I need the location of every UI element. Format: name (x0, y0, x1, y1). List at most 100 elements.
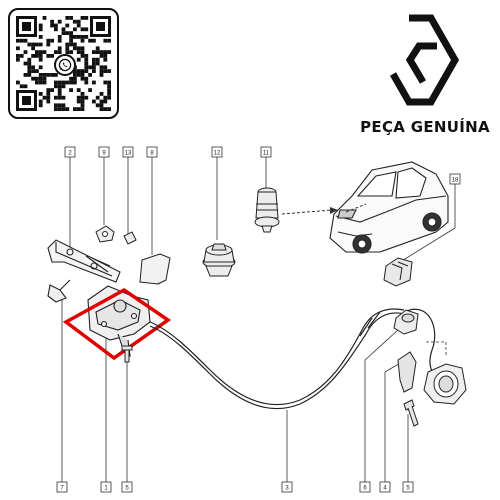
whatsapp-icon (54, 54, 76, 76)
qr-module (65, 50, 70, 54)
qr-module (54, 80, 58, 85)
qr-module (31, 46, 35, 51)
qr-module (69, 80, 73, 85)
qr-module (65, 31, 70, 35)
qr-module (107, 107, 111, 111)
qr-module (84, 27, 89, 32)
qr-module (65, 42, 70, 47)
qr-module (92, 80, 96, 85)
qr-module (57, 95, 62, 100)
qr-module (73, 35, 77, 39)
qr-module (92, 38, 96, 43)
qr-module (80, 69, 85, 73)
qr-module (80, 27, 85, 32)
qr-module (80, 76, 85, 81)
qr-module (57, 38, 62, 43)
qr-module (73, 73, 77, 77)
qr-module (31, 54, 35, 58)
qr-module (99, 103, 104, 108)
qr-module (80, 73, 85, 77)
qr-module (61, 103, 66, 108)
callout-7: 7 (60, 486, 64, 492)
qr-module (19, 38, 24, 43)
qr-module (57, 46, 62, 51)
qr-module (84, 95, 89, 100)
qr-module (23, 38, 28, 43)
qr-module (42, 16, 47, 20)
qr-module (19, 54, 24, 58)
qr-module (38, 76, 43, 81)
qr-module (92, 57, 96, 62)
qr-module (69, 42, 73, 47)
callout-3: 3 (285, 486, 289, 492)
qr-module (35, 76, 39, 81)
qr-module (31, 69, 35, 73)
callout-4: 4 (383, 486, 387, 492)
qr-module (50, 73, 54, 77)
qr-module (65, 46, 70, 51)
callout-11: 11 (263, 151, 270, 157)
qr-module (35, 42, 39, 47)
qr-module (38, 35, 43, 39)
qr-module (46, 95, 51, 100)
callout-8: 8 (150, 151, 154, 157)
qr-module (99, 107, 104, 111)
qr-module (69, 76, 73, 81)
qr-module (99, 54, 104, 58)
qr-module (46, 42, 51, 47)
qr-module (95, 50, 100, 54)
callout-6: 6 (363, 486, 367, 492)
qr-module (19, 84, 24, 89)
qr-module (84, 80, 89, 85)
qr-module (35, 50, 39, 54)
qr-module (84, 16, 89, 20)
qr-module (76, 19, 81, 24)
qr-module (76, 50, 81, 54)
qr-module (69, 50, 73, 54)
callout-13: 13 (125, 151, 132, 157)
qr-module (35, 54, 39, 58)
qr-module (73, 80, 77, 85)
qr-module (42, 95, 47, 100)
qr-module (107, 50, 111, 54)
qr-module (57, 92, 62, 96)
callout-1: 1 (104, 486, 108, 492)
callout-2: 2 (68, 151, 72, 157)
qr-module (80, 50, 85, 54)
qr-module (35, 69, 39, 73)
qr-module (38, 103, 43, 108)
qr-module (57, 84, 62, 89)
qr-module (65, 23, 70, 28)
genuine-part-label: PEÇA GENUÍNA (360, 118, 490, 136)
qr-module (103, 50, 108, 54)
qr-module (61, 31, 66, 35)
qr-module (80, 38, 85, 43)
qr-module (16, 57, 20, 62)
qr-module (54, 50, 58, 54)
qr-module (50, 54, 54, 58)
qr-module (92, 50, 96, 54)
qr-module (38, 50, 43, 54)
qr-module (80, 35, 85, 39)
highlight-box (62, 287, 172, 361)
qr-module (23, 61, 28, 66)
qr-module (57, 80, 62, 85)
qr-module (54, 23, 58, 28)
qr-module (80, 99, 85, 104)
qr-module (88, 88, 92, 92)
qr-module (38, 57, 43, 62)
qr-module (84, 61, 89, 66)
qr-module (27, 61, 32, 66)
qr-module (76, 23, 81, 28)
qr-module (31, 42, 35, 47)
callout-5-left: 5 (125, 486, 129, 492)
qr-module (42, 73, 47, 77)
qr-module (57, 50, 62, 54)
qr-module (73, 42, 77, 47)
qr-module (80, 54, 85, 58)
qr-module (35, 80, 39, 85)
qr-module (103, 57, 108, 62)
qr-module (57, 19, 62, 24)
qr-module (92, 61, 96, 66)
